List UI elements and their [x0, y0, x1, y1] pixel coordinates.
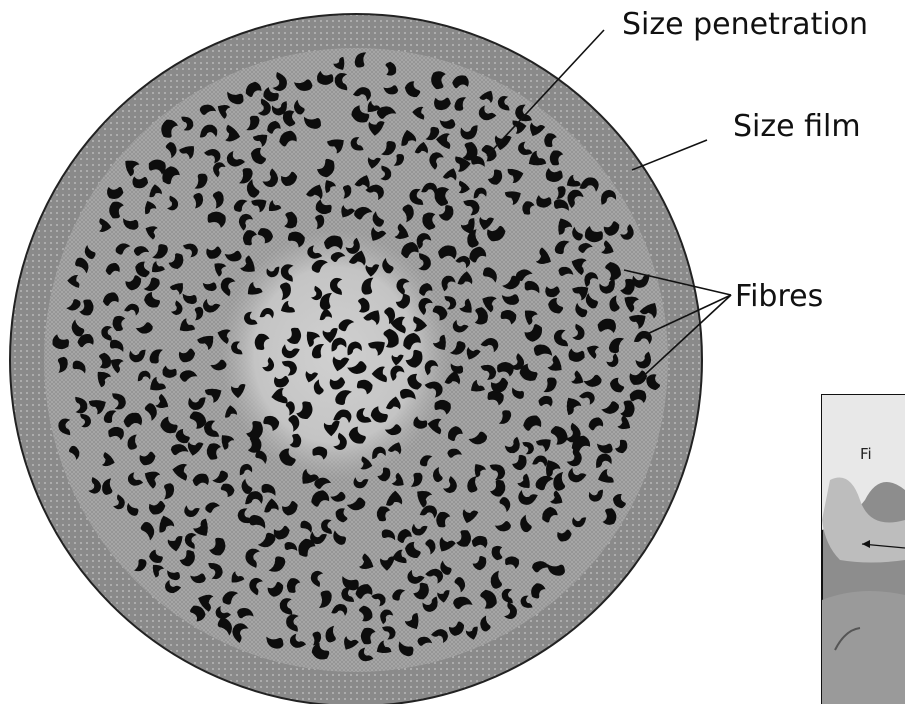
inset-partial-label: Fi [860, 445, 872, 463]
size-film-leader [632, 140, 707, 170]
size-film-label: Size film [733, 112, 861, 142]
size-penetration-label: Size penetration [622, 10, 868, 40]
fibres-label: Fibres [735, 282, 823, 312]
sem-inset-image [822, 395, 905, 704]
